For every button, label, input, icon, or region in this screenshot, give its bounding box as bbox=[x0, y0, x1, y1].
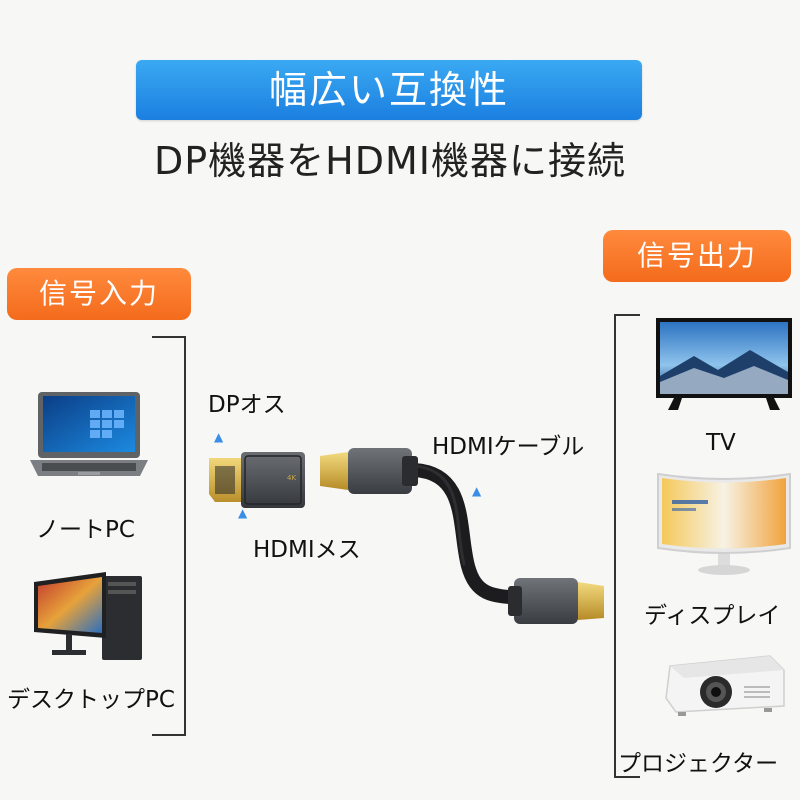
dp-male-label: DPオス bbox=[208, 392, 286, 418]
adapter-badge: 4K bbox=[287, 474, 296, 482]
dp-hdmi-adapter-icon: 4K bbox=[209, 452, 305, 508]
input-bracket bbox=[152, 336, 186, 736]
output-bracket bbox=[614, 314, 640, 778]
projector-icon bbox=[665, 655, 785, 716]
hdmi-cable-icon bbox=[320, 448, 604, 624]
hdmi-female-label: HDMIメス bbox=[253, 537, 361, 563]
tv-label: TV bbox=[706, 430, 736, 456]
desktop-pc-label: デスクトップPC bbox=[7, 687, 175, 713]
page-title: 幅広い互換性 bbox=[268, 68, 509, 112]
pointer-arrow-icon: ▲ bbox=[238, 506, 248, 520]
laptop-icon bbox=[30, 392, 148, 476]
signal-input-tag: 信号入力 bbox=[7, 268, 191, 320]
signal-output-tag: 信号出力 bbox=[603, 230, 791, 282]
pointer-arrow-icon: ▲ bbox=[214, 430, 224, 444]
laptop-label: ノートPC bbox=[36, 517, 135, 543]
subtitle: DP機器をHDMI機器に接続 bbox=[153, 139, 626, 183]
title-banner: 幅広い互換性 bbox=[136, 60, 642, 120]
tv-icon bbox=[656, 318, 792, 410]
pointer-arrow-icon: ▲ bbox=[472, 484, 482, 498]
monitor-icon bbox=[657, 472, 791, 575]
desktop-pc-icon bbox=[34, 572, 142, 660]
projector-label: プロジェクター bbox=[618, 751, 779, 777]
hdmi-cable-label: HDMIケーブル bbox=[432, 434, 585, 460]
monitor-label: ディスプレイ bbox=[644, 603, 781, 629]
